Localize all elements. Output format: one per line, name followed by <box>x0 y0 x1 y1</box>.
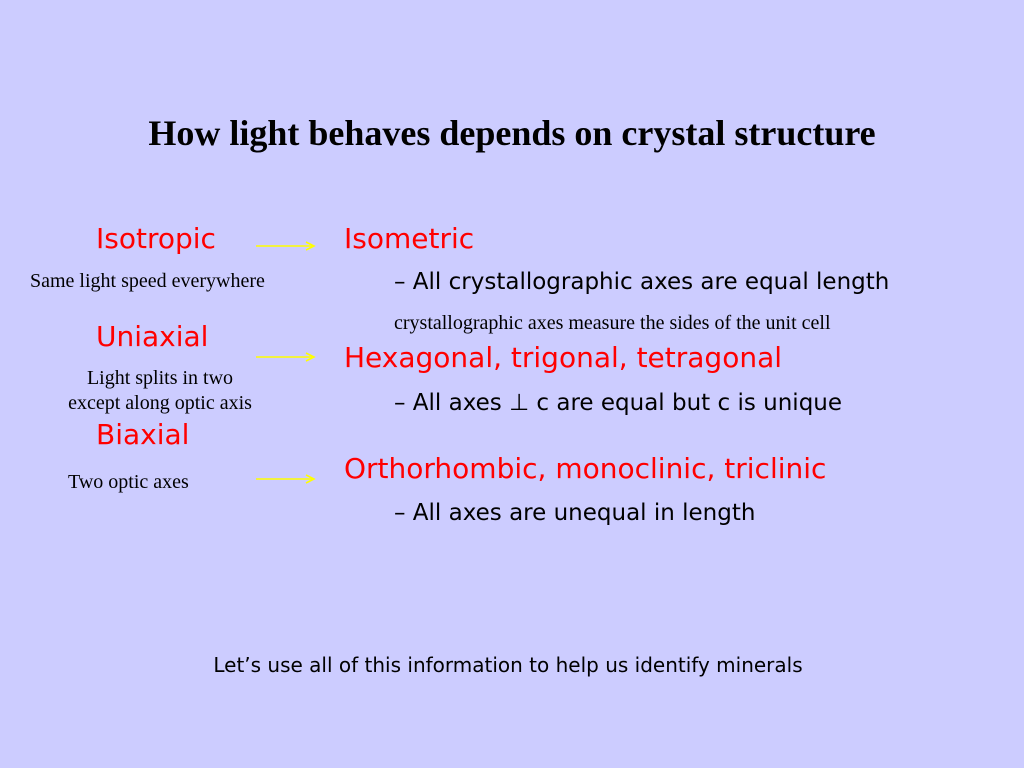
isotropic-label: Isotropic <box>96 222 216 255</box>
uniaxial-note-line1: Light splits in two <box>86 367 234 389</box>
footer-text: Let’s use all of this information to hel… <box>213 653 803 677</box>
isometric-label: Isometric <box>344 222 475 255</box>
slide-title: How light behaves depends on crystal str… <box>148 113 876 153</box>
isometric-note: crystallographic axes measure the sides … <box>394 312 831 334</box>
hexagonal-label: Hexagonal, trigonal, tetragonal <box>344 341 783 374</box>
uniaxial-label: Uniaxial <box>96 320 209 353</box>
orthorhombic-label: Orthorhombic, monoclinic, triclinic <box>344 452 827 485</box>
isometric-bullet: – All crystallographic axes are equal le… <box>394 269 890 295</box>
uniaxial-note-line2: except along optic axis <box>68 392 252 414</box>
biaxial-note: Two optic axes <box>68 471 189 493</box>
orthorhombic-bullet: – All axes are unequal in length <box>394 500 756 526</box>
right-arrow-icon <box>256 352 316 362</box>
right-arrow-icon <box>256 241 316 251</box>
uniaxial-note: Light splits in two except along optic a… <box>40 366 280 416</box>
hexagonal-bullet: – All axes ⊥ c are equal but c is unique <box>394 390 843 416</box>
biaxial-label: Biaxial <box>96 418 190 451</box>
right-arrow-icon <box>256 474 316 484</box>
isotropic-note: Same light speed everywhere <box>30 270 265 292</box>
